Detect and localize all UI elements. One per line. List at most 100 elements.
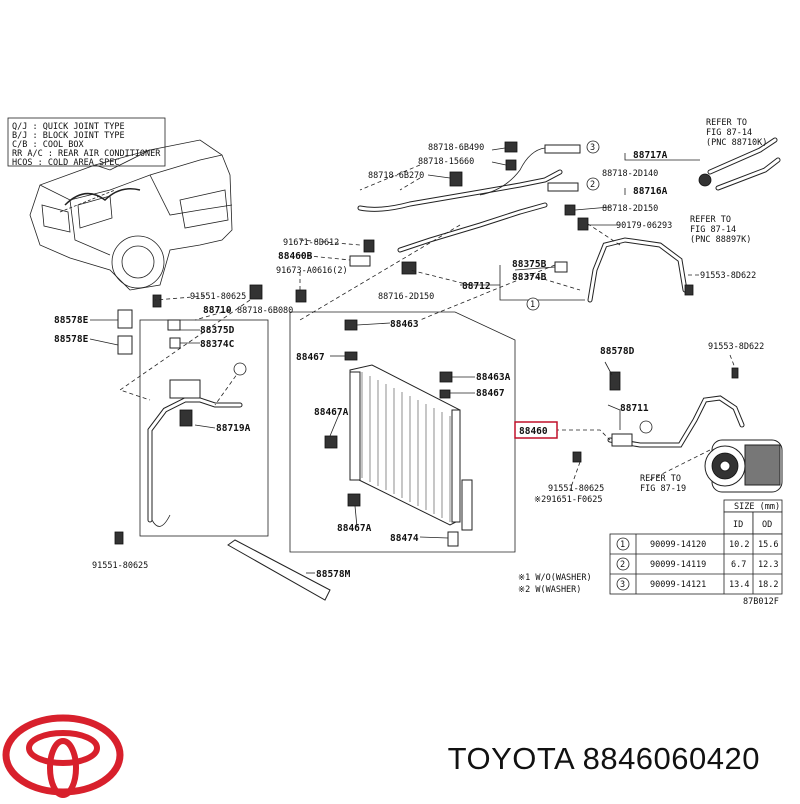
leader-lines-solid [89,147,700,574]
nut-91673 [295,289,307,303]
fitting-88717a [544,144,581,154]
svg-text:18.2: 18.2 [758,580,778,590]
callout-88578d: 88578D [600,346,635,357]
legend-line-4: RR A/C : REAR AIR CONDITIONER [12,149,161,159]
legend-line-5: HCOS : COLD AREA SPEC [12,158,119,168]
bracket-88463a [439,371,453,383]
condenser [349,364,473,531]
bracket-88460b [349,255,371,267]
callout-88711: 88711 [620,403,649,414]
pad-88578d [609,371,621,391]
callout-88467: 88467 [296,352,325,363]
cushion-88467a-1 [324,435,338,449]
callout-labels: 88718-6B490 88718-15660 88718-6B270 8871… [54,143,764,580]
svg-text:3: 3 [620,580,625,590]
size-table-row: 1 90099-14120 10.2 15.6 [616,537,778,551]
svg-text:FIG 87-14: FIG 87-14 [690,225,736,235]
pad-88578e-1 [117,309,133,329]
callout-88718-6b270: 88718-6B270 [368,171,424,181]
callout-88467a-2: 88467A [337,523,372,534]
callout-88718-2d150: 88718-2D150 [602,204,658,214]
svg-text:15.6: 15.6 [758,540,778,550]
cushion-88467-b [439,389,451,399]
svg-text:FIG 87-19: FIG 87-19 [640,484,686,494]
legend-line-2: B/J : BLOCK JOINT TYPE [12,131,125,141]
svg-text:90099-14121: 90099-14121 [650,580,706,590]
svg-text:90099-14120: 90099-14120 [650,540,706,550]
callout-88716a: 88716A [633,186,668,197]
assembly-box-88460 [289,311,516,553]
legend-box: Q/J : QUICK JOINT TYPE B/J : BLOCK JOINT… [7,117,166,168]
diagram-code: 87B012F [743,597,779,607]
size-table: SIZE (mm) ID OD 1 90099-14120 10.2 15.6 … [609,499,783,595]
callout-88374c: 88374C [200,339,235,350]
receiver-88474 [447,531,459,547]
callout-88718-2d140: 88718-2D140 [602,169,658,179]
size-table-col-id: ID [733,520,743,530]
hose-88711 [607,395,745,448]
callout-88463: 88463 [390,319,419,330]
svg-text:2: 2 [590,180,595,190]
callout-88710: 88710 [203,305,232,316]
assembly-box-88710 [139,319,269,537]
bolt-91551-a [152,294,162,308]
callout-88578e-2: 88578E [54,334,89,345]
svg-text:90099-14119: 90099-14119 [650,560,706,570]
cap-88375b [554,261,568,273]
svg-text:88460: 88460 [519,426,548,437]
refer-note-mid: REFER TO FIG 87-14 (PNC 88897K) [690,215,751,245]
bolt-91553-a [684,284,694,296]
callout-88712: 88712 [462,281,491,292]
callout-91671-8d612: 91671-8D612 [283,238,339,248]
callout-88467a-1: 88467A [314,407,349,418]
refer-note-top: REFER TO FIG 87-14 (PNC 88710K) [706,118,767,148]
circled-markers: 3 2 1 [233,140,653,434]
size-table-row: 2 90099-14119 6.7 12.3 [616,557,778,571]
callout-88467-b: 88467 [476,388,505,399]
pad-88578m [227,539,331,601]
svg-text:(PNC 88710K): (PNC 88710K) [706,138,767,148]
bolt-91553-b [731,367,739,379]
bracket-88463 [344,319,358,331]
clamp-15660 [505,159,517,171]
svg-text:13.4: 13.4 [729,580,749,590]
svg-text:6.7: 6.7 [731,560,746,570]
svg-text:(PNC 88897K): (PNC 88897K) [690,235,751,245]
cushion-88467a-2 [347,493,361,507]
svg-text:1: 1 [530,300,535,310]
clamp-6b270 [449,171,463,187]
callout-91551-80625-a: 91551-80625 [190,292,246,302]
svg-text:2: 2 [620,560,625,570]
svg-text:REFER TO: REFER TO [690,215,731,225]
callout-88460b: 88460B [278,251,313,262]
size-table-col-od: OD [762,520,772,530]
svg-text:REFER TO: REFER TO [706,118,747,128]
vehicle-illustration [29,139,233,291]
callout-88375d: 88375D [200,325,235,336]
cushion-88467 [344,351,358,361]
callout-91551-80625-b: 91551-80625 [548,484,604,494]
size-table-row: 3 90099-14121 13.4 18.2 [616,577,778,591]
svg-text:REFER TO: REFER TO [640,474,681,484]
clamp-2d150 [564,204,576,216]
callout-88717a: 88717A [633,150,668,161]
svg-text:3: 3 [590,143,595,153]
clamp-88716-2d150 [401,261,417,275]
svg-text:10.2: 10.2 [729,540,749,550]
callout-88718-6b080: 88718-6B080 [237,306,293,316]
brand-part-number: TOYOTA 8846060420 [447,741,760,776]
callout-88718-15660: 88718-15660 [418,157,474,167]
toyota-logo [2,714,124,798]
callout-88578e-1: 88578E [54,315,89,326]
svg-text:FIG 87-14: FIG 87-14 [706,128,752,138]
valve-90179 [577,217,589,231]
callout-88474: 88474 [390,533,419,544]
highlighted-part-88460[interactable]: 88460 [514,421,558,439]
callout-91673: 91673-A0616(2) [276,266,348,276]
callout-88374b: 88374B [512,272,547,283]
svg-text:1: 1 [620,540,625,550]
washer-note-1: ※1 W/O(WASHER) [518,573,592,583]
callout-91551-80625-c: 91551-80625 [92,561,148,571]
callout-91553-8d622-b: 91553-8D622 [708,342,764,352]
